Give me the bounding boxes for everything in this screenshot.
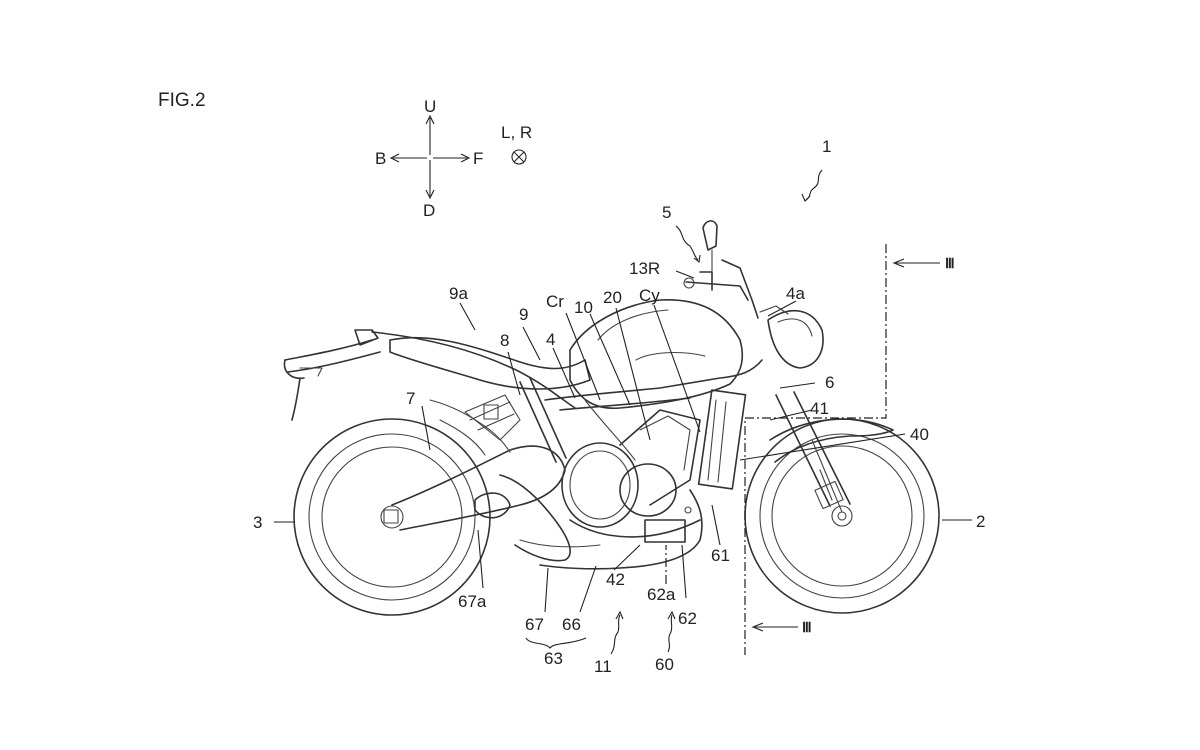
label-3: 3 — [253, 513, 262, 532]
label-10: 10 — [574, 298, 593, 317]
label-7: 7 — [406, 389, 415, 408]
label-20: 20 — [603, 288, 622, 307]
exhaust-system — [474, 474, 703, 570]
label-13R: 13R — [629, 259, 660, 278]
label-67: 67 — [525, 615, 544, 634]
label-2: 2 — [976, 512, 985, 531]
label-1: 1 — [822, 137, 831, 156]
reference-labels: 1 5 13R 4a 9a 9 Cr 10 20 Cy 8 4 6 41 40 … — [253, 137, 985, 676]
section-top-label: Ⅲ — [945, 257, 955, 272]
section-bottom-label: Ⅲ — [802, 621, 812, 636]
fuel-tank — [569, 299, 744, 410]
rear-shock — [519, 377, 567, 463]
rear-frame — [283, 329, 576, 421]
dir-down-label: D — [423, 201, 435, 220]
leader-lines — [274, 169, 972, 655]
label-42: 42 — [606, 570, 625, 589]
label-67a: 67a — [458, 592, 487, 611]
label-9: 9 — [519, 305, 528, 324]
label-40: 40 — [910, 425, 929, 444]
figure-title: FIG.2 — [158, 90, 206, 111]
label-62: 62 — [678, 609, 697, 628]
label-61: 61 — [711, 546, 730, 565]
radiator — [697, 389, 747, 490]
seat — [389, 336, 591, 390]
engine — [561, 399, 701, 538]
dir-back-label: B — [375, 149, 386, 168]
label-11: 11 — [594, 657, 612, 676]
dir-lateral-label: L, R — [501, 123, 532, 142]
handlebar — [683, 220, 759, 319]
label-6: 6 — [825, 373, 834, 392]
label-5: 5 — [662, 203, 671, 222]
label-8: 8 — [500, 331, 509, 350]
dir-front-label: F — [473, 149, 483, 168]
label-Cy: Cy — [639, 286, 660, 305]
label-Cr: Cr — [546, 292, 564, 311]
direction-indicator: U D B F L, R — [375, 97, 532, 220]
front-wheel — [744, 418, 940, 614]
label-63: 63 — [544, 649, 563, 668]
motorcycle-drawing — [283, 220, 940, 616]
dir-up-label: U — [424, 97, 436, 116]
label-62a: 62a — [647, 585, 676, 604]
label-9a: 9a — [449, 284, 468, 303]
headlight — [767, 309, 824, 369]
rear-wheel — [293, 418, 491, 616]
label-4: 4 — [546, 330, 555, 349]
label-60: 60 — [655, 655, 674, 674]
front-fender — [769, 418, 894, 463]
swing-arm — [391, 445, 566, 531]
label-4a: 4a — [786, 284, 805, 303]
into-page-symbol — [511, 149, 527, 165]
section-line: Ⅲ Ⅲ — [744, 244, 955, 655]
label-66: 66 — [562, 615, 581, 634]
label-41: 41 — [810, 399, 829, 418]
